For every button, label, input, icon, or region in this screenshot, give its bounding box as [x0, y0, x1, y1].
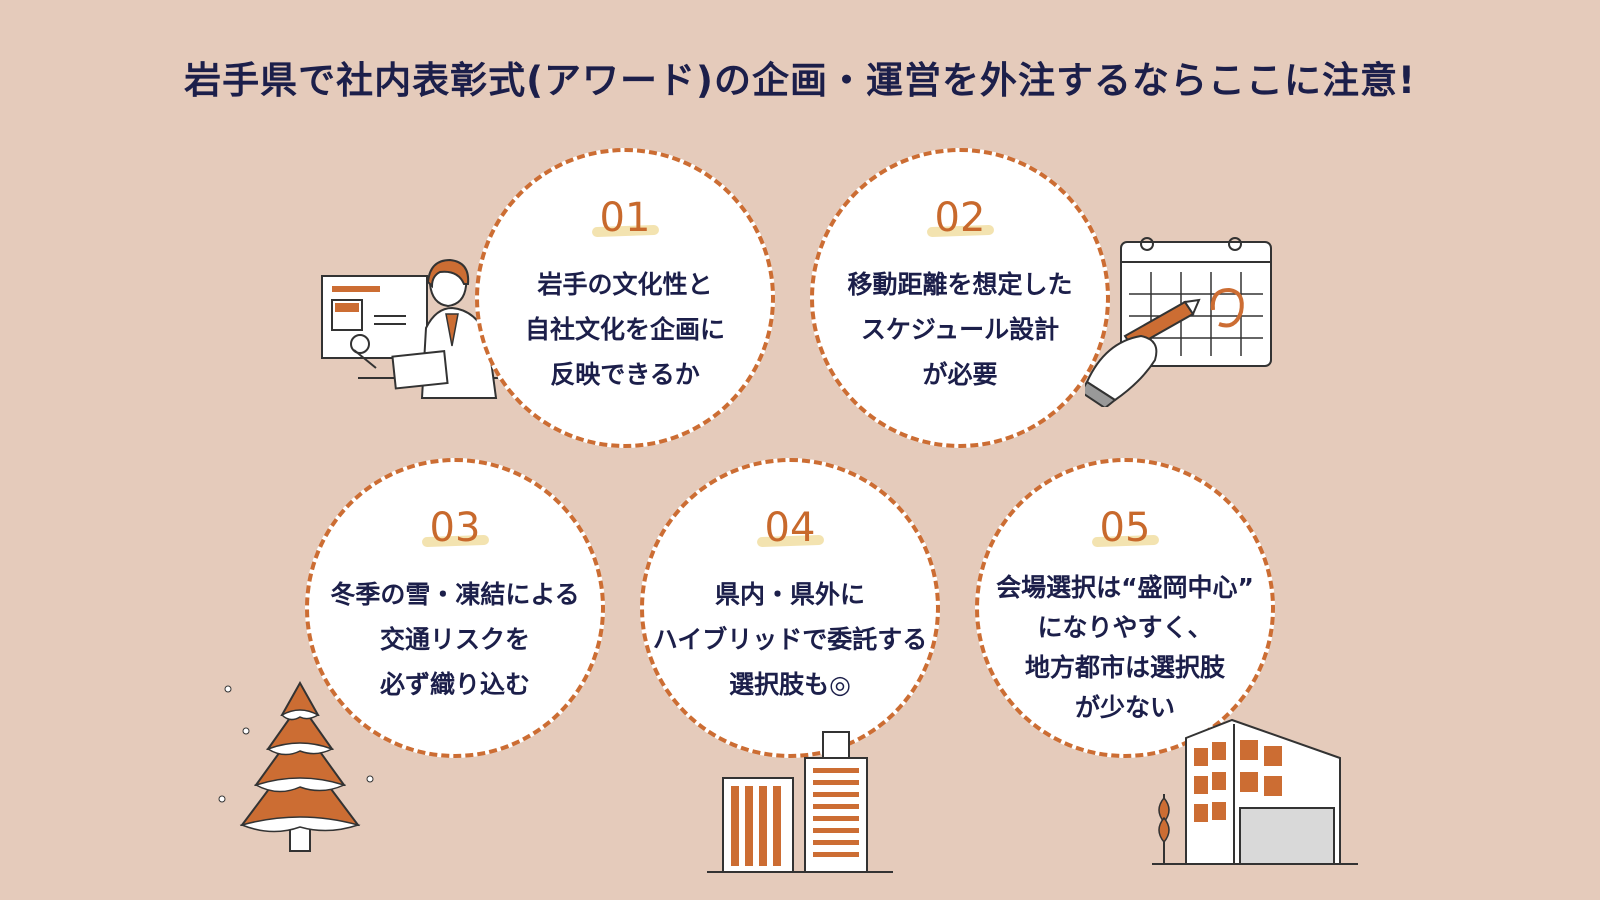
point-circle-03: 03 冬季の雪・凍結による 交通リスクを 必ず織り込む	[305, 458, 605, 758]
page-title: 岩手県で社内表彰式(アワード)の企画・運営を外注するならここに注意!	[184, 59, 1416, 102]
office-building-illustration-icon	[1152, 718, 1358, 865]
snowy-tree-illustration-icon	[218, 680, 374, 852]
point-text: 移動距離を想定した スケジュール設計 が必要	[847, 270, 1073, 389]
point-text: 冬季の雪・凍結による 交通リスクを 必ず織り込む	[330, 580, 580, 699]
point-circle-04: 04 県内・県外に ハイブリッドで委託する 選択肢も◎	[640, 458, 940, 758]
point-number: 02	[934, 195, 986, 241]
point-circle-02: 02 移動距離を想定した スケジュール設計 が必要	[810, 148, 1110, 448]
point-number: 05	[1099, 505, 1151, 551]
point-text: 岩手の文化性と 自社文化を企画に 反映できるか	[524, 270, 725, 389]
point-number: 01	[599, 195, 651, 241]
point-circle-01: 01 岩手の文化性と 自社文化を企画に 反映できるか	[475, 148, 775, 448]
point-circle-05: 05 会場選択は“盛岡中心” になりやすく、 地方都市は選択肢 が少ない	[975, 458, 1275, 758]
point-number: 04	[764, 505, 816, 551]
point-text: 会場選択は“盛岡中心” になりやすく、 地方都市は選択肢 が少ない	[996, 573, 1254, 722]
buildings-illustration-icon	[707, 731, 893, 873]
point-number: 03	[429, 505, 481, 551]
presenter-illustration-icon	[321, 258, 498, 399]
calendar-illustration-icon	[1085, 237, 1272, 407]
point-text: 県内・県外に ハイブリッドで委託する 選択肢も◎	[652, 580, 928, 699]
